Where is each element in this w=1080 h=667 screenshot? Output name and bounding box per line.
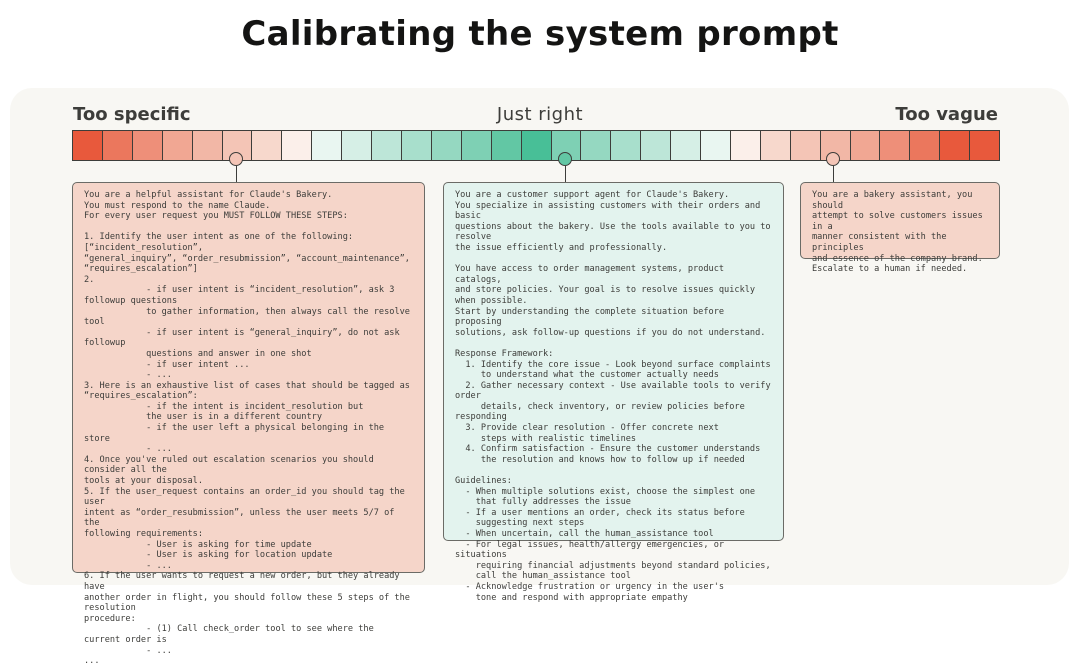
- scale-cell: [790, 131, 821, 160]
- scale-cell: [940, 131, 971, 160]
- scale-cell: [970, 131, 1000, 160]
- just-right-connector: [565, 166, 566, 182]
- scale-cell: [312, 131, 343, 160]
- just-right-label: Just right: [496, 104, 584, 125]
- vague-marker: [826, 152, 840, 166]
- just-right-marker: [558, 152, 572, 166]
- calibration-scale-bar: [72, 130, 1000, 161]
- just-right-prompt-card: You are a customer support agent for Cla…: [443, 182, 784, 603]
- vague-connector: [833, 166, 834, 182]
- scale-cell: [401, 131, 432, 160]
- scale-cell: [252, 131, 283, 160]
- scale-cell: [461, 131, 492, 160]
- scale-cell: [850, 131, 881, 160]
- scale-cell: [730, 131, 761, 160]
- scale-cell: [102, 131, 133, 160]
- too-vague-prompt-card: You are a bakery assistant, you should a…: [800, 182, 1000, 274]
- specific-connector: [236, 166, 237, 182]
- scale-cell: [671, 131, 702, 160]
- page-title: Calibrating the system prompt: [241, 14, 839, 54]
- scale-cell: [701, 131, 731, 160]
- scale-cell: [611, 131, 642, 160]
- scale-cell: [73, 131, 103, 160]
- scale-cell: [162, 131, 193, 160]
- scale-cell: [521, 131, 552, 160]
- scale-cell: [641, 131, 672, 160]
- too-vague-label: Too vague: [895, 104, 998, 125]
- specific-marker: [229, 152, 243, 166]
- too-specific-prompt-card: You are a helpful assistant for Claude's…: [72, 182, 425, 666]
- scale-cell: [192, 131, 223, 160]
- scale-cell: [372, 131, 402, 160]
- scale-cell: [910, 131, 941, 160]
- scale-cell: [282, 131, 313, 160]
- scale-cell: [431, 131, 462, 160]
- scale-cell: [491, 131, 522, 160]
- scale-cell: [760, 131, 791, 160]
- too-specific-label: Too specific: [73, 104, 191, 125]
- scale-cell: [880, 131, 911, 160]
- scale-cell: [132, 131, 163, 160]
- scale-cell: [581, 131, 612, 160]
- scale-cell: [342, 131, 373, 160]
